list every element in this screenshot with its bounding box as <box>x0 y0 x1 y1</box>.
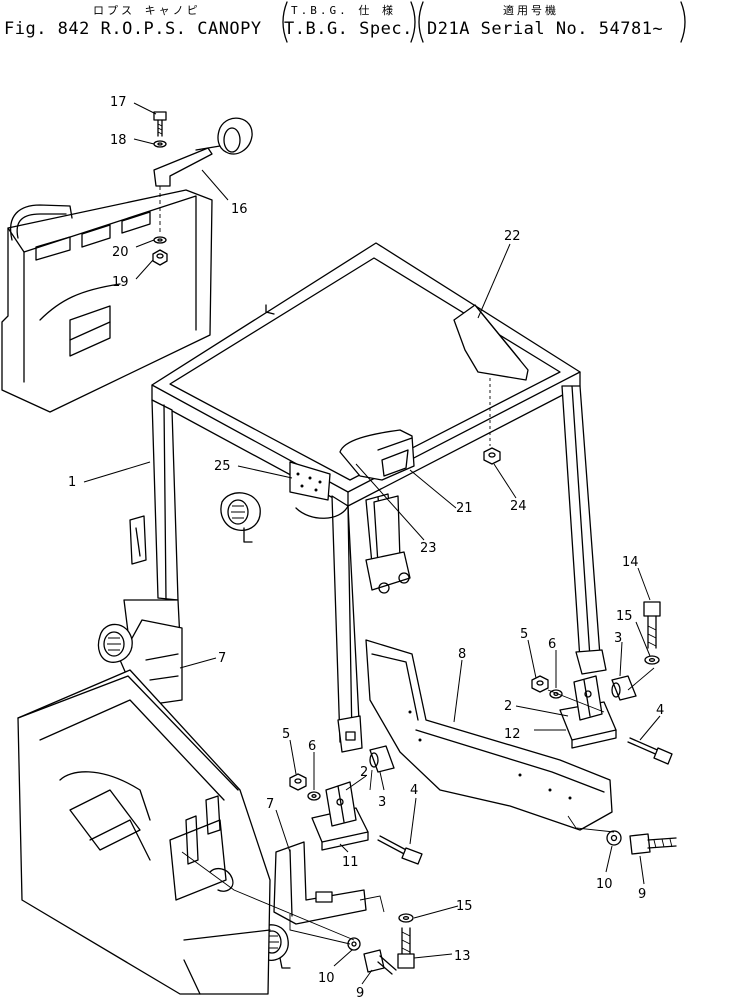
callout-15-lower: 15 <box>456 899 473 914</box>
mount-11 <box>311 781 369 851</box>
callout-6-left: 6 <box>308 739 316 754</box>
callout-8: 8 <box>458 647 466 662</box>
washer-10-left <box>347 937 361 951</box>
callout-7-upper: 7 <box>218 651 226 666</box>
callout-9-left: 9 <box>356 986 364 998</box>
callout-2-left: 2 <box>360 765 368 780</box>
callout-4-right: 4 <box>656 703 664 718</box>
bolt-4-left <box>377 835 423 865</box>
plate-25 <box>289 461 349 519</box>
callout-10-right: 10 <box>596 877 613 892</box>
callout-20: 20 <box>112 245 129 260</box>
callout-3-left: 3 <box>378 795 386 810</box>
nut-24 <box>483 378 501 465</box>
callout-9-right: 9 <box>638 887 646 902</box>
bolt-9-left <box>363 949 397 975</box>
header-brackets <box>282 1 686 43</box>
lamp-bracket-16 <box>153 117 253 187</box>
callout-14: 14 <box>622 555 639 570</box>
callout-7-lower: 7 <box>266 797 274 812</box>
nut-5-left <box>289 773 307 791</box>
callout-24: 24 <box>510 499 527 514</box>
callout-10-left: 10 <box>318 971 335 986</box>
bolt-4-right <box>627 737 673 765</box>
collar-3-right <box>611 675 637 701</box>
callout-13: 13 <box>454 949 471 964</box>
callout-labels: 17 18 16 20 19 22 1 25 21 24 23 7 14 15 … <box>68 95 664 998</box>
callout-15-upper: 15 <box>616 609 633 624</box>
lower-left-fender <box>17 669 271 995</box>
callout-18: 18 <box>110 133 127 148</box>
callout-17: 17 <box>110 95 127 110</box>
rops-canopy-frame <box>119 242 607 753</box>
leader-lines <box>83 102 661 985</box>
washer-20 <box>153 236 167 244</box>
callout-3-right: 3 <box>614 631 622 646</box>
callout-19: 19 <box>112 275 129 290</box>
callout-21: 21 <box>456 501 473 516</box>
nut-5-right <box>531 675 549 693</box>
callout-16: 16 <box>231 202 248 217</box>
nut-19 <box>152 249 168 266</box>
callout-2-right: 2 <box>504 699 512 714</box>
serial-label: D21A Serial No. 54781~ <box>427 19 664 39</box>
washer-6-left <box>307 791 321 801</box>
bolt-14 <box>643 601 661 649</box>
bolt-13 <box>397 927 415 969</box>
callout-1: 1 <box>68 475 76 490</box>
work-lamp-left <box>220 492 261 543</box>
bolt-9-right <box>629 833 677 855</box>
callout-4-left: 4 <box>410 783 418 798</box>
upper-left-fender <box>1 189 213 413</box>
figure-title: Fig. 842 R.O.P.S. CANOPY <box>4 19 262 39</box>
callout-5-right: 5 <box>520 627 528 642</box>
bolt-17 <box>153 111 167 137</box>
mount-12 <box>559 675 617 749</box>
callout-6-right: 6 <box>548 637 556 652</box>
washer-15-lower <box>398 913 414 923</box>
bracket-7-lower <box>273 841 367 925</box>
collar-3-left <box>369 745 395 773</box>
jp-serial: 適用号機 <box>503 4 559 17</box>
jp-spec: T.B.G. 仕 様 <box>291 4 396 17</box>
callout-5-left: 5 <box>282 727 290 742</box>
callout-11: 11 <box>342 855 359 870</box>
assembly-lines <box>181 667 655 945</box>
work-lamp-post <box>97 623 133 663</box>
callout-22: 22 <box>504 229 521 244</box>
washer-10-right <box>606 830 622 846</box>
washer-15-upper <box>644 655 660 665</box>
callout-25: 25 <box>214 459 231 474</box>
mount-bracket-8 <box>365 639 613 831</box>
spec-label: T.B.G. Spec. <box>284 19 413 39</box>
jp-title: ロプス キャノピ <box>93 4 201 17</box>
callout-12: 12 <box>504 727 521 742</box>
callout-23: 23 <box>420 541 437 556</box>
washer-18 <box>153 140 167 148</box>
